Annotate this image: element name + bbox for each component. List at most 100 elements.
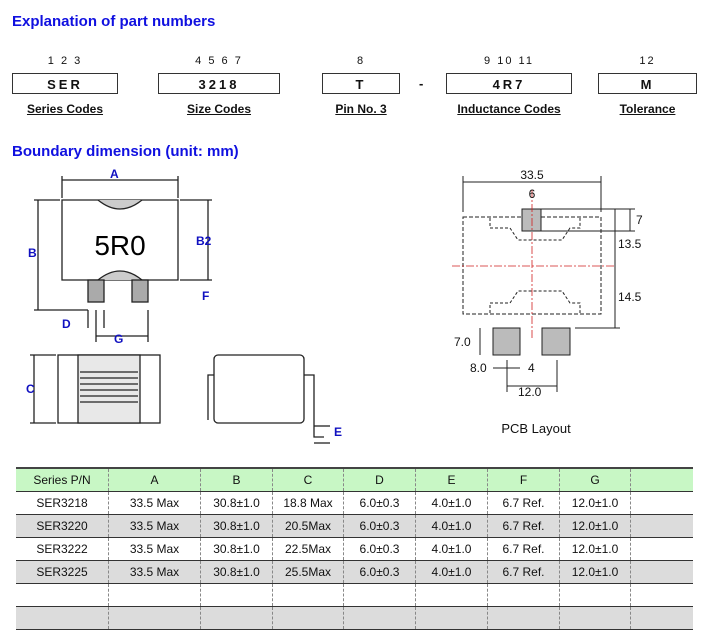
code-box: 3218: [158, 73, 280, 94]
table-cell: [200, 606, 273, 630]
header-cell: Series P/N: [33, 473, 91, 487]
table-cell: 18.8 Max: [272, 491, 344, 515]
table-cell: SER3218: [36, 496, 88, 510]
table-cell: 22.5Max: [272, 537, 344, 561]
header-cell: E: [415, 468, 488, 492]
table-cell: 33.5 Max: [108, 514, 201, 538]
pcb-dim-h1: 13.5: [618, 237, 642, 251]
header-cell: F: [487, 468, 560, 492]
table-cell: 4.0±1.0: [415, 514, 488, 538]
table-cell: [108, 606, 201, 630]
table-cell: [343, 606, 416, 630]
table-cell: 12.0±1.0: [559, 491, 631, 515]
table-cell: SER3225: [36, 565, 88, 579]
digit-positions: 9 10 11: [484, 55, 534, 67]
table-cell: 6.7 Ref.: [487, 560, 560, 584]
code-label: Inductance Codes: [457, 102, 561, 116]
table-cell: [630, 514, 693, 538]
header-cell: B: [200, 468, 273, 492]
header-cell: G: [559, 468, 631, 492]
code-box: M: [598, 73, 697, 94]
table-cell: 33.5 Max: [108, 537, 201, 561]
pcb-dim-h2: 14.5: [618, 290, 642, 304]
dim-label-b: B: [28, 246, 37, 260]
table-cell: [630, 560, 693, 584]
table-cell: [487, 606, 560, 630]
pcb-dim-gap: 4: [528, 361, 535, 375]
digit-positions: 4 5 6 7: [195, 55, 243, 67]
pcb-dim-pitch: 12.0: [518, 385, 542, 399]
pcb-dim-pad-height: 7.0: [454, 335, 471, 349]
table-cell: 4.0±1.0: [415, 491, 488, 515]
table-cell: 6.0±0.3: [343, 537, 416, 561]
dim-label-a: A: [110, 167, 119, 181]
pcb-dim-pad-top-width: 6: [529, 187, 536, 201]
code-box: T: [322, 73, 400, 94]
table-cell: [630, 537, 693, 561]
code-label: Series Codes: [26, 102, 104, 116]
pcb-dim-pad-top-height: 7: [636, 213, 643, 227]
table-cell: [272, 606, 344, 630]
code-label: Pin No. 3: [335, 102, 387, 116]
pcb-dim-pad-width: 8.0: [470, 361, 487, 375]
part-numbers-heading: Explanation of part numbers: [12, 13, 216, 30]
code-box: SER: [12, 73, 118, 94]
table-row: [16, 583, 693, 607]
table-cell: 6.0±0.3: [343, 491, 416, 515]
pcb-dim-width: 33.5: [520, 168, 544, 182]
table-cell: [108, 583, 201, 607]
pcb-layout-title: PCB Layout: [501, 421, 571, 436]
table-cell: [200, 583, 273, 607]
table-row: [16, 606, 693, 630]
table-cell: 33.5 Max: [108, 560, 201, 584]
table-cell: [16, 584, 109, 607]
code-box: 4R7: [446, 73, 572, 94]
table-cell: 20.5Max: [272, 514, 344, 538]
table-cell: 30.8±1.0: [200, 514, 273, 538]
pcb-layout-drawing: 33.5 6 7 13.5 14.5 7.0 8.0 4 12.0 PCB La…: [452, 168, 643, 436]
dim-label-b2: B2: [196, 234, 212, 248]
table-cell: 30.8±1.0: [200, 560, 273, 584]
header-cell: [630, 468, 693, 492]
table-cell: [630, 606, 693, 630]
table-cell: 6.0±0.3: [343, 514, 416, 538]
dimension-table: Series P/N A B C D E F G SER3218 33.5 Max…: [16, 467, 693, 630]
table-cell: 6.7 Ref.: [487, 537, 560, 561]
boundary-heading: Boundary dimension (unit: mm): [12, 143, 239, 160]
table-cell: SER3220: [36, 519, 88, 533]
table-cell: [559, 583, 631, 607]
table-cell: 6.0±0.3: [343, 560, 416, 584]
table-cell: 4.0±1.0: [415, 537, 488, 561]
dim-label-d: D: [62, 317, 71, 331]
table-cell: [272, 583, 344, 607]
table-cell: [630, 491, 693, 515]
table-cell: 4.0±1.0: [415, 560, 488, 584]
header-cell: A: [108, 468, 201, 492]
table-cell: SER3222: [36, 542, 88, 556]
digit-positions: 8: [356, 55, 366, 67]
table-cell: [16, 607, 109, 630]
marking-text: 5R0: [94, 230, 145, 261]
table-cell: 12.0±1.0: [559, 560, 631, 584]
table-cell: 12.0±1.0: [559, 514, 631, 538]
table-cell: 6.7 Ref.: [487, 491, 560, 515]
header-cell: D: [343, 468, 416, 492]
digit-positions: 1 2 3: [47, 55, 83, 67]
header-cell: C: [272, 468, 344, 492]
table-cell: 30.8±1.0: [200, 491, 273, 515]
dim-label-e: E: [334, 425, 342, 439]
table-cell: [415, 606, 488, 630]
component-drawing: 5R0 A B B2 F D G C E: [26, 167, 342, 444]
table-cell: [487, 583, 560, 607]
digit-positions: 12: [639, 55, 656, 67]
table-cell: [630, 583, 693, 607]
dim-label-f: F: [202, 289, 209, 303]
dim-label-c: C: [26, 382, 35, 396]
table-header-row: Series P/N A B C D E F G: [16, 468, 693, 492]
table-cell: 33.5 Max: [108, 491, 201, 515]
table-cell: [415, 583, 488, 607]
dim-label-g: G: [114, 332, 123, 346]
